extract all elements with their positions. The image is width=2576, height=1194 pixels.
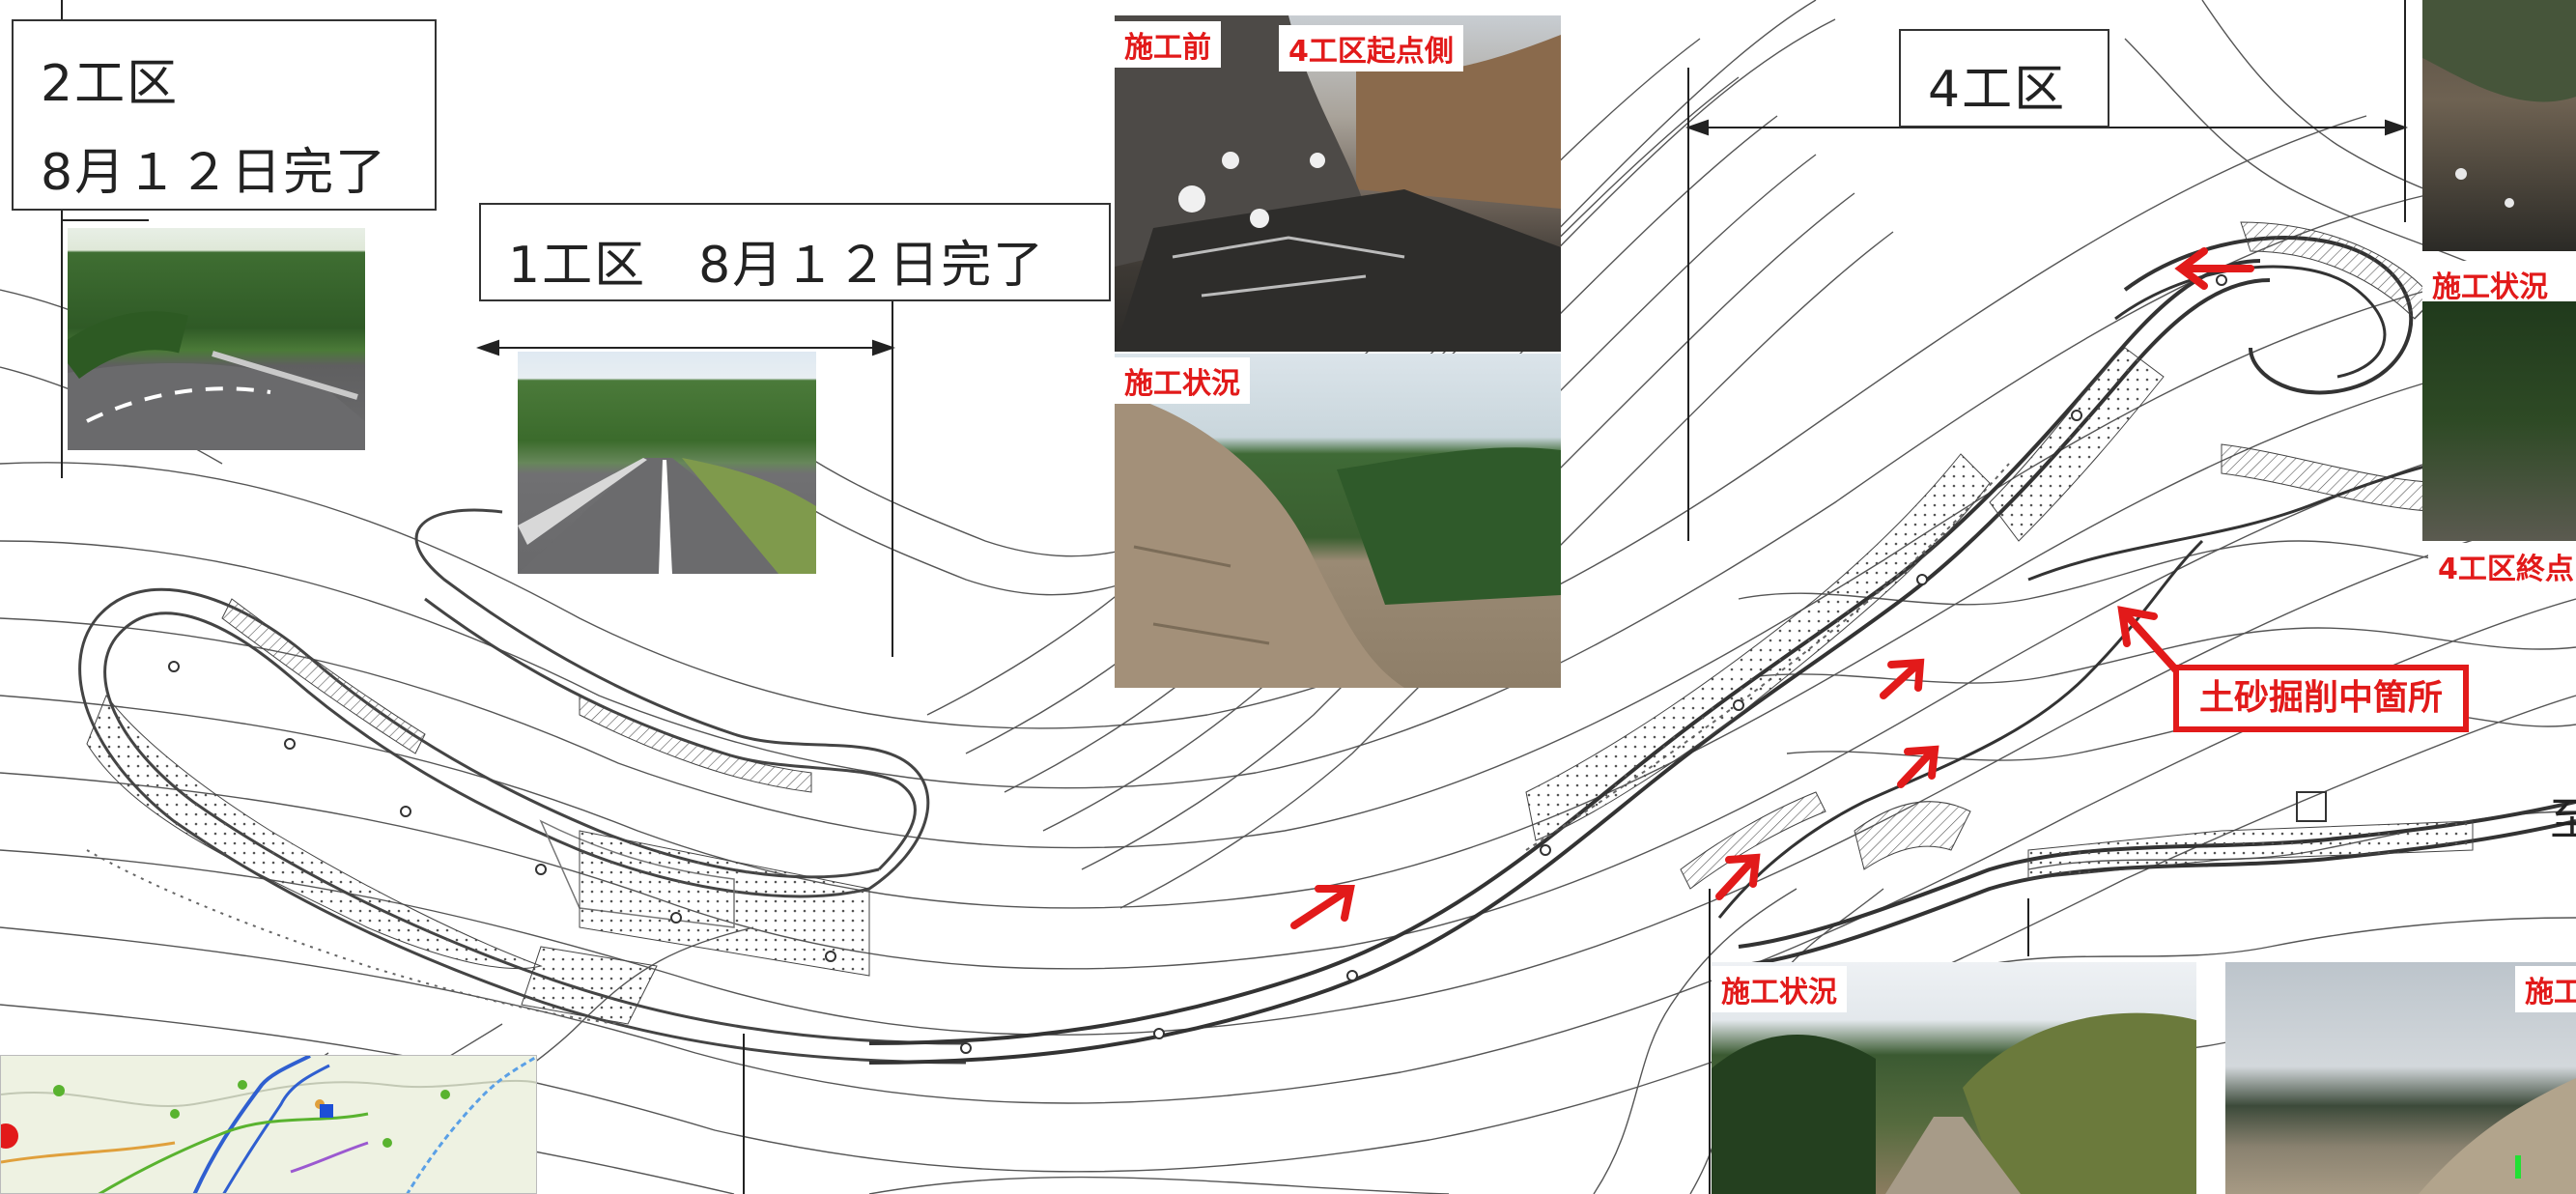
- construction-progress-photo-2: [1712, 962, 2196, 1194]
- destination-edge-text: 至: [2550, 793, 2576, 845]
- slope-areas: [86, 221, 2474, 1025]
- section-2-completed-photo: [68, 228, 365, 450]
- direction-arrow-icon: [1290, 247, 2254, 929]
- construction-progress-photo-1: [1115, 354, 1561, 688]
- photo-label-progress-1: 施工状況: [1115, 357, 1250, 404]
- section-4-name: 4工区: [1928, 61, 2067, 119]
- location-inset-map: [0, 1055, 537, 1194]
- section-4-end-photo-top: [2422, 0, 2576, 251]
- station-markers: [168, 274, 2227, 1054]
- location-pin-icon: [1, 1123, 18, 1149]
- photo-label-progress-right: 施工状況: [2422, 261, 2558, 307]
- section-4-label-box: 4工区: [1899, 29, 2109, 128]
- section-1-completed-photo: [518, 352, 816, 574]
- before-construction-photo: [1115, 15, 1561, 352]
- section-2-name: 2工区: [41, 55, 180, 113]
- road-section-left: [78, 508, 967, 1065]
- excavation-callout: 土砂掘削中箇所: [2173, 665, 2469, 732]
- photo-label-progress-2: 施工状況: [1712, 966, 1847, 1012]
- section-2-status: 8月１２日完了: [41, 144, 388, 202]
- section-1-status: 1工区 8月１２日完了: [508, 237, 1046, 295]
- photo-label-section4-end: 4工区終点: [2428, 543, 2576, 589]
- section-4-end-photo-bottom: [2422, 301, 2576, 541]
- photo-label-before: 施工前: [1115, 21, 1221, 68]
- photo-label-progress-3: 施工: [2515, 966, 2576, 1012]
- section-2-label-box: 2工区 8月１２日完了: [12, 19, 437, 211]
- photo-label-section4-start: 4工区起点側: [1279, 25, 1463, 71]
- section-1-label-box: 1工区 8月１２日完了: [479, 203, 1111, 301]
